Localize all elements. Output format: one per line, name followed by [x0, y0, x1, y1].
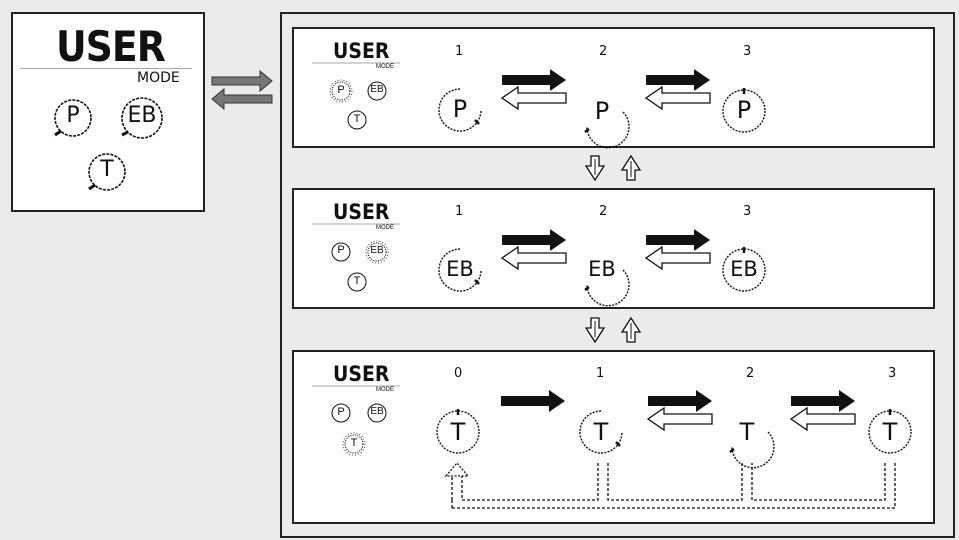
panel-t-mini-p: P [337, 406, 345, 418]
panel-t-dial-0-label: T [450, 418, 466, 446]
panel-eb-mini-t: T [353, 275, 361, 287]
overview-mode-p-label: P [66, 103, 80, 128]
panel-p-mini-dial-p [329, 79, 353, 103]
panel-eb-dial-1 [438, 248, 482, 292]
panel-p-mini-eb: EB [370, 84, 384, 95]
panel-eb-dial-3-label: EB [730, 257, 758, 281]
panel-t-arrow-0-1 [501, 390, 565, 412]
panel-p [292, 27, 935, 148]
panel-eb-arrows-2-3 [644, 229, 711, 271]
panel-t-dial-2-label: T [739, 418, 755, 446]
panel-p-title: USER [333, 39, 390, 63]
panel-t-subtitle: MODE [376, 387, 394, 393]
panel-p-step-3-number: 3 [743, 44, 752, 59]
panel-p-dial-2 [584, 111, 630, 149]
panel-eb-mini-eb: EB [370, 245, 384, 256]
panel-eb-title: USER [333, 200, 390, 224]
panel-p-dial-3 [722, 88, 766, 133]
overview-swap-arrows [211, 69, 273, 111]
panel-eb [292, 188, 935, 309]
panel-t-dial-1 [579, 410, 623, 454]
panel-eb-dial-1-label: EB [446, 257, 474, 281]
overview-subtitle: MODE [137, 70, 180, 86]
panel-t-mini-t: T [350, 437, 358, 449]
overview-title: USER [56, 22, 166, 71]
panel-eb-dial-3 [722, 247, 766, 292]
overview-dial-t [88, 153, 126, 191]
panel-p-mini-dial-eb [367, 81, 387, 101]
panel-t-step-0-number: 0 [454, 366, 463, 381]
panel-t-step-1-number: 1 [596, 366, 605, 381]
panel-t-dial-1-label: T [593, 418, 609, 446]
panel-t-mini-dial-eb [367, 403, 387, 423]
overview-dial-p [54, 99, 92, 137]
panel-t-return-path [444, 461, 896, 509]
panel-p-arrows-2-3 [644, 69, 711, 111]
panel-t-arrows-1-2 [646, 390, 713, 432]
panel-t-step-2-number: 2 [746, 366, 755, 381]
panel-t-arrows-2-3 [789, 390, 856, 432]
panel-eb-step-1-number: 1 [455, 204, 464, 219]
switch-arrows-eb-t [584, 316, 642, 344]
modes-frame [280, 12, 955, 538]
switch-arrows-p-eb [584, 154, 642, 182]
panel-t-dial-3 [868, 409, 912, 454]
panel-t-step-3-number: 3 [888, 366, 897, 381]
panel-eb-step-3-number: 3 [743, 204, 752, 219]
panel-t-dial-3-label: T [882, 418, 898, 446]
overview-dial-eb [121, 97, 163, 139]
panel-t-mini-dial-p [331, 403, 351, 423]
panel-p-dial-1-label: P [452, 95, 468, 123]
panel-p-dial-3-label: P [736, 96, 752, 124]
panel-p-dial-2-label: P [594, 97, 610, 125]
panel-p-step-1-number: 1 [455, 44, 464, 59]
panel-eb-mini-p: P [337, 244, 345, 256]
panel-p-arrows-1-2 [500, 69, 567, 111]
panel-t-dial-2 [729, 431, 775, 469]
panel-t-mini-eb: EB [370, 406, 384, 417]
overview-divider [20, 68, 192, 69]
panel-eb-step-2-number: 2 [599, 204, 608, 219]
overview-box [11, 12, 205, 212]
panel-eb-dial-2-label: EB [588, 257, 616, 281]
panel-p-dial-1 [438, 88, 482, 132]
panel-eb-mini-dial-p [331, 242, 351, 262]
panel-eb-mini-dial-t [347, 272, 367, 292]
panel-eb-mini-dial-eb [365, 240, 389, 264]
panel-p-subtitle: MODE [376, 64, 394, 70]
panel-t-dial-0 [436, 409, 480, 454]
overview-mode-eb-label: EB [127, 103, 157, 128]
panel-p-mini-p: P [337, 84, 345, 96]
panel-t-title: USER [333, 362, 390, 386]
panel-eb-dial-2 [584, 269, 630, 307]
panel-p-step-2-number: 2 [599, 44, 608, 59]
panel-t-mini-dial-t [342, 432, 366, 456]
panel-t [292, 350, 935, 524]
overview-mode-t-label: T [100, 157, 114, 182]
panel-p-mini-dial-t [347, 110, 367, 130]
panel-eb-subtitle: MODE [376, 225, 394, 231]
panel-p-mini-t: T [353, 113, 361, 125]
panel-eb-arrows-1-2 [500, 229, 567, 271]
